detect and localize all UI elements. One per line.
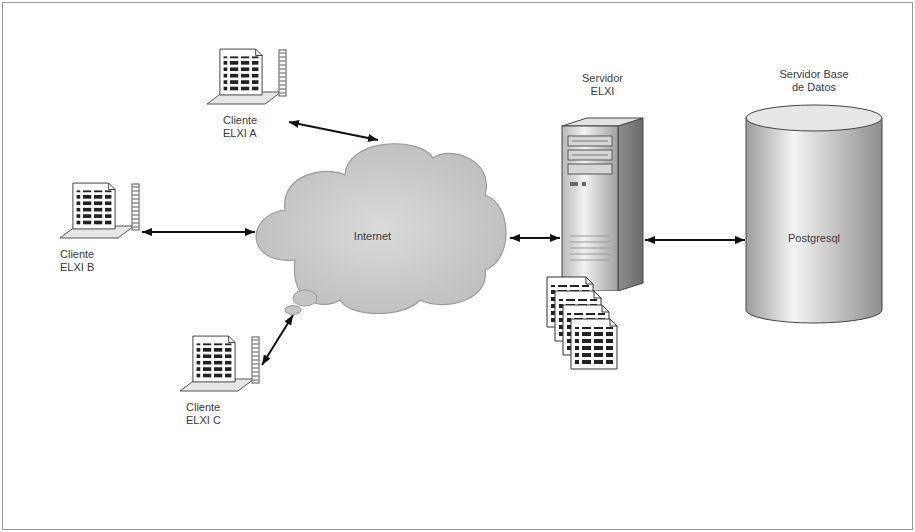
cylinder-shape xyxy=(745,104,883,324)
client-label: Cliente ELXI A xyxy=(223,114,273,140)
cloud-shape xyxy=(255,140,510,315)
frame-border xyxy=(3,3,913,530)
server-tower: Servidor ELXI xyxy=(560,72,645,291)
server-label: Servidor ELXI xyxy=(578,72,628,98)
cloud-label: Internet xyxy=(255,230,510,243)
client-label: Cliente ELXI B xyxy=(60,248,110,274)
network-link-arrow xyxy=(142,231,255,233)
database-label: Servidor Base de Datos xyxy=(775,68,853,94)
server-tower-icon xyxy=(560,116,645,291)
client-computer: Cliente ELXI A xyxy=(205,48,289,140)
client-label: Cliente ELXI C xyxy=(186,401,236,427)
database-cylinder: Servidor Base de DatosPostgresql xyxy=(745,68,883,324)
network-link-arrow xyxy=(262,315,293,365)
computer-icon xyxy=(58,182,142,244)
computer-icon xyxy=(205,48,289,110)
internet-cloud: Internet xyxy=(255,140,510,315)
client-computer: Cliente ELXI C xyxy=(178,335,262,427)
database-name: Postgresql xyxy=(745,232,883,245)
client-computer: Cliente ELXI B xyxy=(58,182,142,274)
network-link-arrow xyxy=(645,239,745,241)
computer-icon xyxy=(178,335,262,397)
document-page xyxy=(571,319,617,369)
network-link-arrow xyxy=(289,122,378,140)
network-link-arrow xyxy=(510,237,560,239)
